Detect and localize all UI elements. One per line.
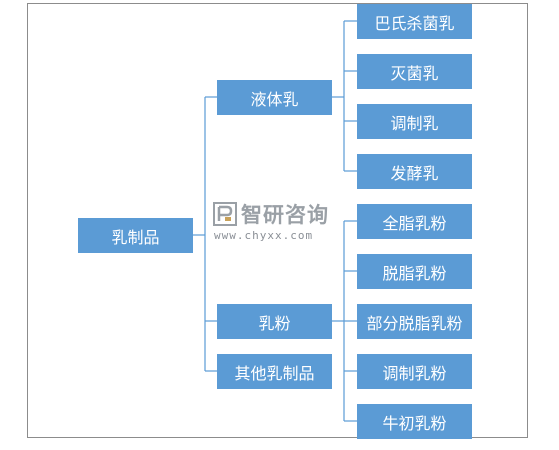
node-label: 调制乳粉 (382, 363, 447, 383)
node-modified-milk: 调制乳 (357, 104, 472, 139)
node-label: 脱脂乳粉 (382, 263, 447, 283)
brand-logo-icon (213, 202, 237, 226)
node-milk-powder: 乳粉 (217, 304, 332, 339)
watermark: 智研咨询 www.chyxx.com (213, 199, 363, 245)
node-root-label: 乳制品 (111, 227, 160, 247)
node-label: 乳粉 (258, 313, 291, 333)
node-whole-milk-powder: 全脂乳粉 (357, 204, 472, 239)
node-skim-milk-powder: 脱脂乳粉 (357, 254, 472, 289)
watermark-brand-name: 智研咨询 (241, 203, 329, 227)
node-label: 牛初乳粉 (382, 413, 447, 433)
node-root: 乳制品 (78, 218, 193, 253)
node-label: 发酵乳 (390, 163, 439, 183)
node-label: 灭菌乳 (390, 63, 439, 83)
node-sterilized-milk: 灭菌乳 (357, 54, 472, 89)
node-label: 巴氏杀菌乳 (374, 13, 455, 33)
node-label: 全脂乳粉 (382, 213, 447, 233)
node-label: 部分脱脂乳粉 (366, 313, 463, 333)
diagram-frame (27, 3, 528, 438)
node-fermented-milk: 发酵乳 (357, 154, 472, 189)
node-label: 其他乳制品 (234, 363, 315, 383)
node-other-dairy: 其他乳制品 (217, 354, 332, 389)
node-label: 液体乳 (250, 89, 299, 109)
node-modified-milk-powder: 调制乳粉 (357, 354, 472, 389)
watermark-url: www.chyxx.com (214, 229, 314, 242)
node-colostrum-powder: 牛初乳粉 (357, 404, 472, 439)
node-liquid-milk: 液体乳 (217, 80, 332, 115)
node-label: 调制乳 (390, 113, 439, 133)
node-partially-skimmed-powder: 部分脱脂乳粉 (357, 304, 472, 339)
node-pasteurized-milk: 巴氏杀菌乳 (357, 4, 472, 39)
